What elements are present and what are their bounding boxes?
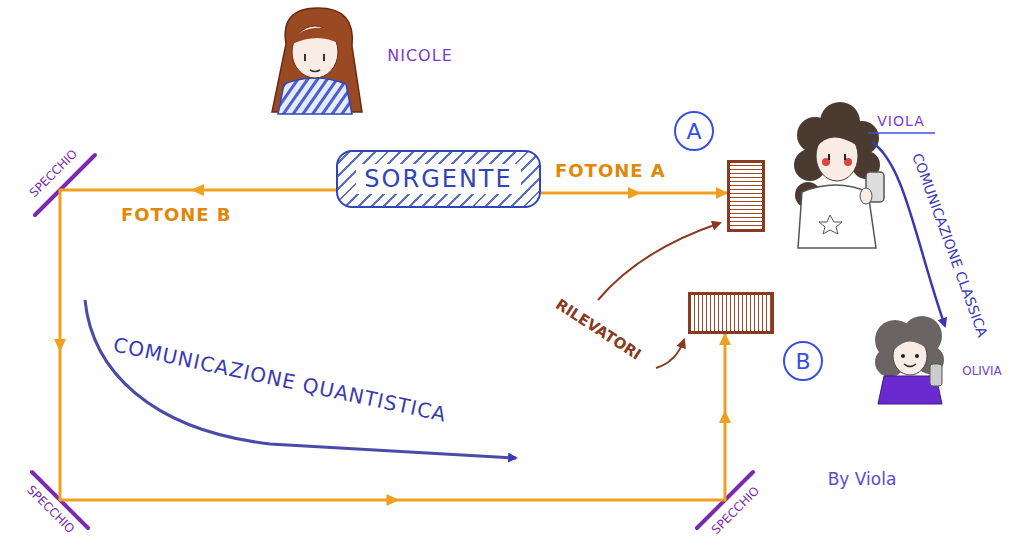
person-name: OLIVIA	[962, 365, 1002, 379]
detector: A	[727, 160, 765, 232]
source-label: SORGENTE	[356, 164, 520, 194]
direction-arrow	[628, 187, 641, 199]
direction-arrow	[54, 339, 66, 352]
source-box: SORGENTE	[336, 150, 541, 208]
olivia-figure	[875, 316, 944, 404]
direction-arrow	[191, 184, 204, 196]
classical-arrow	[872, 142, 945, 326]
detector: B	[688, 292, 774, 334]
direction-arrow	[719, 410, 731, 423]
photon-line	[60, 190, 725, 500]
signature: By Viola	[828, 470, 897, 490]
detector-letter: A	[674, 111, 714, 151]
detector-leader	[598, 223, 720, 300]
channel-label: COMUNICAZIONE CLASSICA	[909, 151, 991, 339]
person-name: NICOLE	[387, 47, 452, 65]
person-name: VIOLA	[877, 113, 924, 129]
mirror-label: SPECCHIO	[27, 147, 80, 200]
mirror-label: SPECCHIO	[709, 484, 762, 537]
photon-path	[541, 187, 727, 199]
detector-caption: RILEVATORI	[552, 296, 644, 364]
nicole-figure	[272, 8, 362, 114]
photon-label: FOTONE B	[118, 204, 235, 225]
photon-label: FOTONE A	[552, 160, 669, 181]
detector-leader	[656, 340, 684, 368]
detector-letter: B	[783, 341, 823, 381]
photon-path	[54, 184, 731, 506]
direction-arrow	[386, 494, 399, 506]
quantum-arrow	[85, 300, 516, 458]
